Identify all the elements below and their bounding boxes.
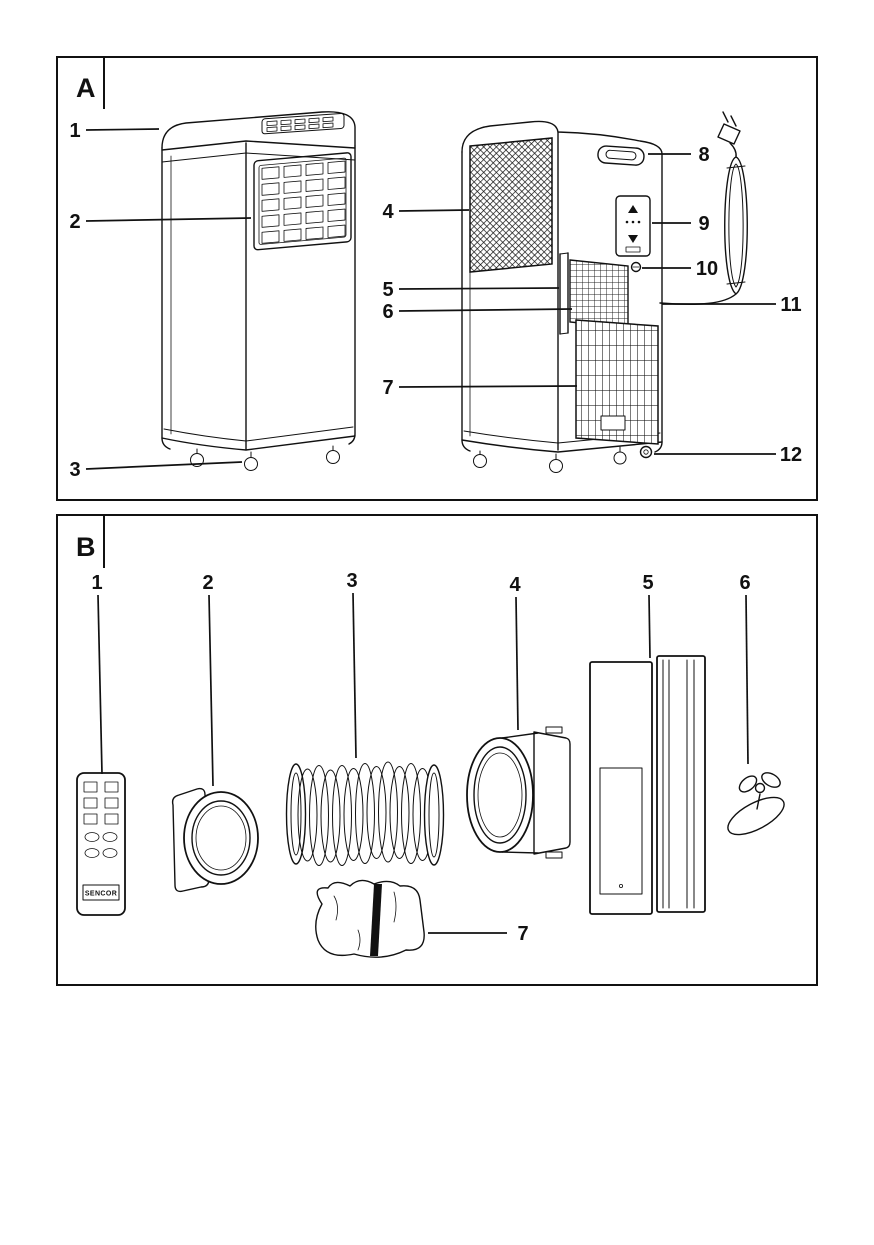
panel-b: B SENCOR [56, 514, 818, 986]
callout-a-2-label: 2 [69, 211, 80, 233]
upper-drain-plug [630, 261, 642, 273]
callout-a-7-leader [398, 385, 578, 388]
window-slider-kit-drawing [589, 655, 706, 915]
callout-a-4-leader [398, 209, 470, 212]
panel-a-label: A [76, 73, 96, 103]
callout-b-5: 5 [642, 572, 654, 659]
callout-a-8-label: 8 [698, 144, 709, 166]
callout-b-7: 7 [428, 923, 529, 945]
remote-control-drawing: SENCOR [76, 772, 126, 916]
callout-b-5-leader [648, 594, 651, 659]
top-control-panel [261, 112, 345, 135]
callout-a-3-leader [85, 461, 243, 470]
storage-bag-drawing [315, 879, 425, 958]
intake-grille [469, 137, 553, 273]
callout-a-2-leader [85, 217, 252, 222]
filter-slot [559, 252, 569, 335]
callout-b-2-leader [208, 594, 214, 787]
callout-a-2: 2 [69, 211, 252, 233]
callout-a-8: 8 [648, 144, 710, 166]
callout-a-7-label: 7 [382, 377, 393, 399]
power-plug-icon [717, 111, 741, 145]
bottom-grille [575, 319, 659, 445]
callout-a-6-label: 6 [382, 301, 393, 323]
callout-b-2: 2 [202, 572, 214, 787]
middle-grille [569, 259, 629, 329]
window-outlet-adapter-drawing [466, 726, 571, 859]
callout-a-4-label: 4 [382, 201, 394, 223]
callout-b-3: 3 [346, 570, 358, 759]
callout-a-10-label: 10 [696, 258, 718, 280]
callout-a-10: 10 [642, 258, 718, 280]
callout-a-1-label: 1 [69, 120, 80, 142]
front-casters [190, 445, 340, 471]
callout-b-6-label: 6 [739, 572, 750, 594]
callout-a-1-leader [85, 128, 160, 131]
drain-stopper-drawing [727, 772, 785, 836]
callout-a-12-label: 12 [780, 444, 802, 466]
callout-a-3-label: 3 [69, 459, 80, 481]
callout-b-3-label: 3 [346, 570, 357, 592]
panel-a-border [56, 56, 818, 501]
callout-b-6: 6 [739, 572, 751, 765]
callout-a-6-leader [398, 308, 573, 312]
callout-a-5-leader [398, 287, 560, 290]
bag-strap [370, 884, 382, 956]
remote-buttons [83, 781, 119, 858]
exhaust-hose-drawing [285, 761, 445, 866]
front-side-grille [253, 152, 352, 251]
callout-b-4: 4 [509, 574, 521, 731]
back-casters [473, 446, 627, 473]
panel-b-label: B [76, 532, 96, 562]
callout-b-6-leader [745, 594, 749, 765]
callout-b-2-label: 2 [202, 572, 213, 594]
callout-b-4-label: 4 [509, 574, 521, 596]
callout-a-12: 12 [654, 444, 802, 466]
callout-a-4: 4 [382, 201, 470, 223]
callout-b-5-label: 5 [642, 572, 653, 594]
callout-a-3: 3 [69, 459, 243, 481]
callout-a-7: 7 [382, 377, 578, 399]
control-label-panel [615, 195, 651, 257]
panel-a: A [56, 56, 818, 501]
carry-handle [597, 145, 645, 166]
front-grille-louvers [261, 160, 346, 244]
back-body-outline [461, 120, 663, 453]
callout-a-9: 9 [652, 213, 710, 235]
callout-b-1-leader [97, 594, 103, 775]
remote-brand-label: SENCOR [85, 891, 117, 898]
callout-b-1: 1 [91, 572, 103, 775]
callout-a-11-label: 11 [780, 294, 801, 316]
ac-back-view-drawing [461, 111, 748, 473]
callout-a-9-label: 9 [698, 213, 709, 235]
bottom-drain-outlet [639, 445, 653, 459]
callout-a-6: 6 [382, 301, 573, 323]
remote-brand-box [82, 884, 120, 901]
hose-flange-adapter-drawing [171, 787, 259, 893]
callout-a-5-label: 5 [382, 279, 393, 301]
callout-a-11: 11 [662, 294, 802, 316]
callout-b-7-label: 7 [517, 923, 528, 945]
front-body-outline [161, 111, 356, 451]
callout-a-5: 5 [382, 279, 560, 301]
callout-b-1-label: 1 [91, 572, 102, 594]
ac-front-view-drawing [161, 111, 356, 471]
callout-a-1: 1 [69, 120, 160, 142]
callout-b-3-leader [352, 592, 357, 759]
callout-b-4-leader [515, 596, 519, 731]
